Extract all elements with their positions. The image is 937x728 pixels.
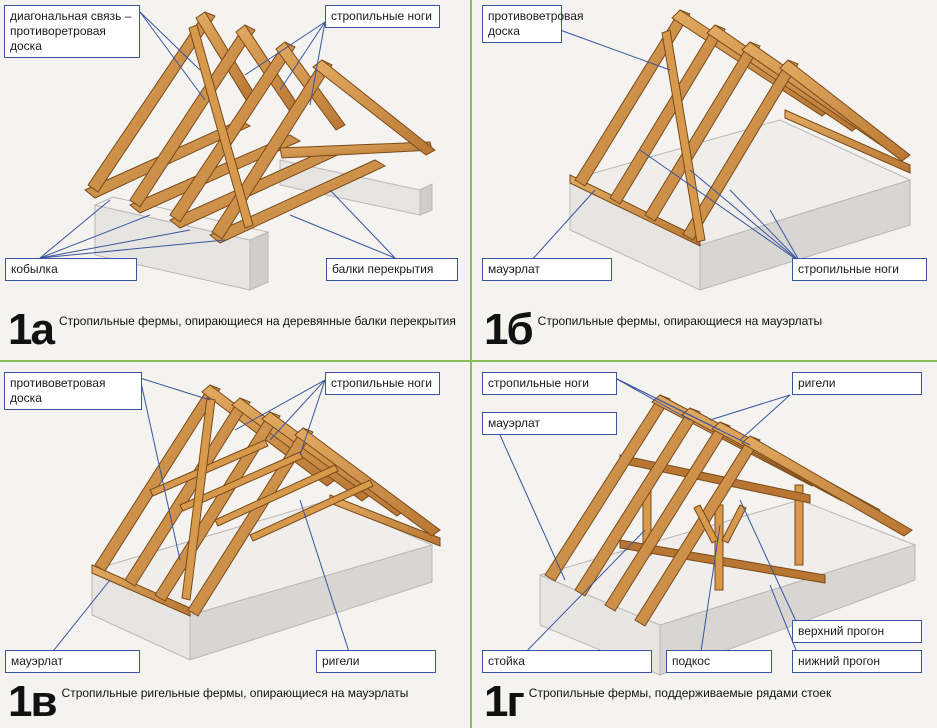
caption-1v-text: Стропильные ригельные фермы, опирающиеся… (61, 686, 409, 700)
label-1v-rigels: ригели (316, 650, 436, 673)
caption-1b-number: 1б (484, 305, 534, 354)
panel-divider-vertical (470, 0, 472, 728)
label-1g-rigels: ригели (792, 372, 922, 395)
caption-1g: 1г Стропильные фермы, поддерживаемые ряд… (484, 677, 832, 726)
caption-1v-number: 1в (8, 677, 58, 726)
caption-1b-text: Стропильные фермы, опирающиеся на мауэрл… (537, 314, 823, 328)
panel-1g-rafters (544, 394, 913, 627)
panel-divider-horizontal (0, 360, 937, 362)
caption-1v: 1в Стропильные ригельные фермы, опирающи… (8, 677, 409, 726)
label-1g-lower-purlin: нижний прогон (792, 650, 922, 673)
panel-1v-walls (90, 499, 434, 661)
label-1a-kobylka: кобылка (5, 258, 137, 281)
panel-1v-wind-brace (181, 397, 216, 601)
label-1b-rafters: стропильные ноги (792, 258, 927, 281)
label-1g-rafters: стропильные ноги (482, 372, 617, 395)
panel-1g-leaders (499, 377, 801, 661)
caption-1g-text: Стропильные фермы, поддерживаемые рядами… (528, 686, 832, 700)
label-1g-strut: подкос (666, 650, 772, 673)
panel-1v-rafters (94, 384, 441, 617)
panel-1b-wind-brace (661, 29, 706, 243)
panel-1g-braces (693, 504, 747, 544)
caption-1g-number: 1г (484, 677, 525, 726)
caption-1a-number: 1а (8, 305, 55, 354)
panel-1a-illustration (39, 11, 436, 291)
panel-1g-illustration (499, 377, 917, 676)
caption-1a: 1а Стропильные фермы, опирающиеся на дер… (8, 305, 456, 354)
panel-1a-leaders (39, 11, 396, 259)
panel-1b-rafters (574, 9, 911, 241)
panel-1b-leaders (529, 29, 801, 263)
panel-1g-walls (538, 499, 917, 676)
panel-1v-illustration (49, 377, 441, 661)
label-1b-mauerlat: мауэрлат (482, 258, 612, 281)
panel-1v-rigels (149, 439, 374, 542)
label-1a-rafters: стропильные ноги (325, 5, 440, 28)
caption-1b: 1б Стропильные фермы, опирающиеся на мау… (484, 305, 823, 354)
label-1v-rafters: стропильные ноги (325, 372, 440, 395)
label-1a-diagonal-brace: диагональная связь – противоретровая дос… (4, 5, 140, 58)
panel-1b-illustration (529, 9, 912, 291)
panel-1a-diagonal-brace (188, 24, 254, 229)
label-1g-upper-purlin: верхний прогон (792, 620, 922, 643)
caption-1a-text: Стропильные фермы, опирающиеся на деревя… (58, 314, 456, 328)
label-1g-mauerlat: мауэрлат (482, 412, 617, 435)
label-1v-wind-board: противоветровая доска (4, 372, 142, 410)
label-1b-wind-board: противоветровая доска (482, 5, 583, 43)
label-1g-post: стойка (482, 650, 652, 673)
label-1v-mauerlat: мауэрлат (5, 650, 140, 673)
label-1a-floor-beams: балки перекрытия (326, 258, 458, 281)
panel-1v-leaders (49, 377, 351, 656)
